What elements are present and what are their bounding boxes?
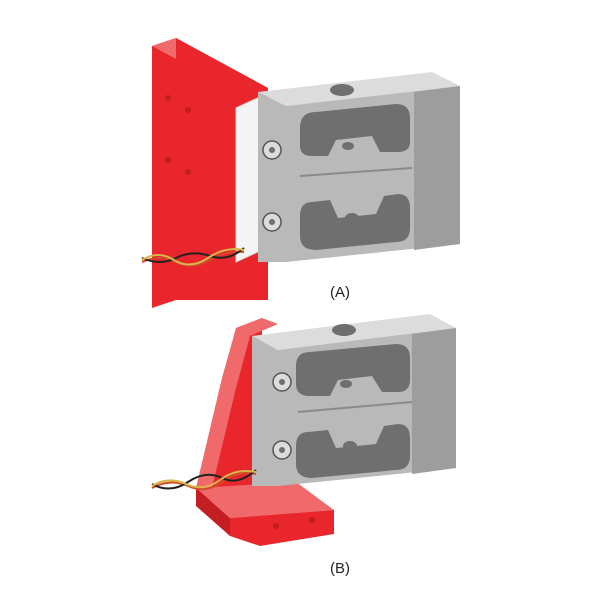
load-cell-a	[258, 72, 460, 262]
caption-a: (A)	[330, 284, 350, 301]
red-l-bracket	[196, 318, 334, 546]
center-hole	[340, 380, 352, 388]
assembly-b	[151, 314, 456, 546]
load-cell-end-block	[414, 86, 460, 250]
base-hole	[309, 517, 315, 523]
red-plate-face	[152, 38, 176, 308]
twisted-wire-a	[141, 247, 245, 267]
bracket-base-top	[196, 482, 334, 518]
wire-strand	[151, 469, 257, 490]
load-cell-end-block	[412, 328, 456, 474]
load-cell-b	[252, 314, 456, 486]
upper-slot	[300, 104, 410, 156]
base-hole	[273, 523, 279, 529]
center-hole	[342, 142, 354, 150]
load-cell-face	[252, 336, 278, 486]
wire-strand	[141, 250, 245, 267]
lower-slot	[296, 424, 410, 478]
plate-hole	[185, 107, 191, 113]
lower-center-hole	[345, 213, 359, 223]
caption-b: (B)	[330, 560, 350, 577]
screw-socket	[279, 379, 285, 385]
twisted-wire-b	[151, 469, 257, 491]
screw-socket	[269, 147, 275, 153]
bracket-gusset-edge	[236, 318, 278, 336]
plate-hole	[165, 157, 171, 163]
plate-hole	[165, 95, 171, 101]
load-cell-top	[258, 72, 460, 106]
top-mount-hole	[332, 324, 356, 336]
lower-center-hole	[343, 441, 357, 451]
wire-strand	[151, 470, 257, 489]
wire-strand	[141, 248, 245, 266]
load-cell-face	[258, 92, 286, 262]
upper-slot	[296, 344, 410, 396]
wire-strand	[141, 247, 245, 263]
screw-socket	[279, 447, 285, 453]
plate-hole	[185, 169, 191, 175]
flexure-seam	[297, 401, 413, 413]
assembly-a	[141, 38, 460, 308]
top-mount-hole	[330, 84, 354, 96]
flexure-seam	[299, 167, 413, 177]
bracket-upright	[196, 328, 250, 488]
wire-strand	[151, 472, 257, 491]
screw-socket	[269, 219, 275, 225]
bracket-base-front	[230, 510, 334, 546]
bracket-base-side	[196, 488, 230, 536]
